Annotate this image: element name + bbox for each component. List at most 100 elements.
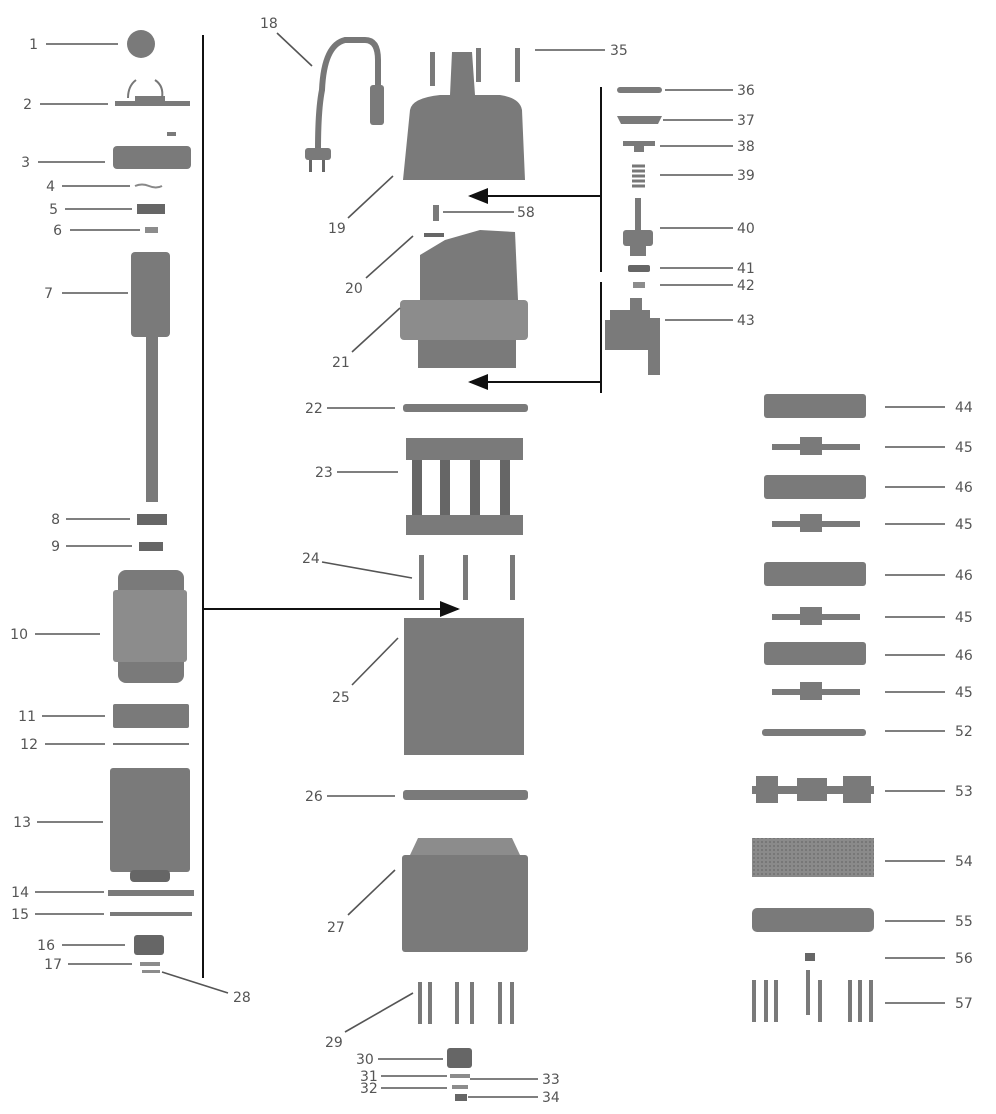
callout-36: 36 [665,83,755,99]
part-1-cap [127,30,155,58]
part-number-label: 52 [955,724,973,740]
leader-line [347,175,394,219]
part-35-screws [430,48,520,86]
callout-46: 46 [885,648,973,664]
callout-30: 30 [356,1052,443,1068]
callout-34: 34 [468,1090,560,1106]
part-number-label: 42 [737,278,755,294]
part-number-label: 35 [610,43,628,59]
leader-line [321,561,413,579]
part-number-label: 11 [18,709,36,725]
callout-25: 25 [332,637,399,706]
callout-26: 26 [305,789,395,805]
part-43-switch-body [605,298,660,375]
callout-54: 54 [885,854,973,870]
callout-2: 2 [23,97,108,113]
leader-line [344,992,414,1033]
part-21-motor-housing [400,230,528,368]
callout-10: 10 [10,627,100,643]
part-15-o-ring [110,912,192,916]
callout-46: 46 [885,568,973,584]
part-number-label: 4 [46,179,55,195]
part-number-label: 30 [356,1052,374,1068]
part-number-label: 54 [955,854,973,870]
callout-21: 21 [332,307,401,371]
callout-18: 18 [260,16,313,67]
part-20-seal [424,233,444,237]
leader-line [276,32,313,67]
part-number-label: 3 [21,155,30,171]
part-number-label: 41 [737,261,755,277]
part-number-label: 45 [955,685,973,701]
part-number-label: 46 [955,568,973,584]
callout-45: 45 [885,685,973,701]
callout-41: 41 [660,261,755,277]
part-number-label: 15 [11,907,29,923]
part-36-cap [617,87,662,93]
part-number-label: 37 [737,113,755,129]
left-parts [108,30,194,973]
callout-28: 28 [161,971,251,1006]
leader-line [365,235,414,279]
part-8-bearing [137,514,167,525]
part-number-label: 1 [29,37,38,53]
part-23-cage [406,438,523,535]
callout-13: 13 [13,815,103,831]
callout-33: 33 [470,1072,560,1088]
part-number-label: 28 [233,990,251,1006]
part-58-screw [433,205,439,221]
part-26-gasket [403,790,528,800]
callout-45: 45 [885,440,973,456]
callout-19: 19 [328,175,394,237]
callout-35: 35 [535,43,628,59]
part-11-flange [113,704,189,728]
part-54-strainer [752,838,874,877]
part-28-washer [142,970,160,973]
part-number-label: 58 [517,205,535,221]
part-17-washer [140,962,160,966]
callout-4: 4 [46,179,130,195]
callout-12: 12 [20,737,105,753]
callout-22: 22 [305,401,395,417]
callout-58: 58 [443,205,535,221]
part-number-label: 26 [305,789,323,805]
callout-56: 56 [885,951,973,967]
part-45-impeller [772,437,860,455]
part-46-chamber [764,475,866,499]
callout-9: 9 [51,539,132,555]
callout-23: 23 [315,465,398,481]
part-4-spring-washer [134,183,163,189]
part-number-label: 33 [542,1072,560,1088]
part-number-label: 9 [51,539,60,555]
callout-17: 17 [44,957,132,973]
part-53-shaft-assembly [752,776,874,803]
callout-45: 45 [885,517,973,533]
part-number-label: 46 [955,648,973,664]
callout-5: 5 [49,202,132,218]
leader-line [351,307,401,353]
part-18-power-cord [305,37,384,172]
part-number-label: 16 [37,938,55,954]
leader-line [351,637,399,686]
part-55-base-plate [752,908,874,932]
callout-32: 32 [360,1081,447,1097]
part-34-cap [455,1094,467,1101]
part-number-label: 14 [11,885,29,901]
switch-parts [605,87,662,375]
callout-55: 55 [885,914,973,930]
part-19-handle-cover [403,52,525,180]
part-9-bearing [139,542,163,551]
part-number-label: 5 [49,202,58,218]
part-45-impeller [772,514,860,532]
part-27-base [402,838,528,952]
part-14-gasket [108,890,194,896]
leader-line [161,971,229,994]
part-3-cover [113,132,191,169]
part-10-stator [113,570,187,683]
callout-45: 45 [885,610,973,626]
part-number-label: 34 [542,1090,560,1106]
callout-29: 29 [325,992,414,1051]
callout-14: 14 [11,885,104,901]
part-number-label: 29 [325,1035,343,1051]
